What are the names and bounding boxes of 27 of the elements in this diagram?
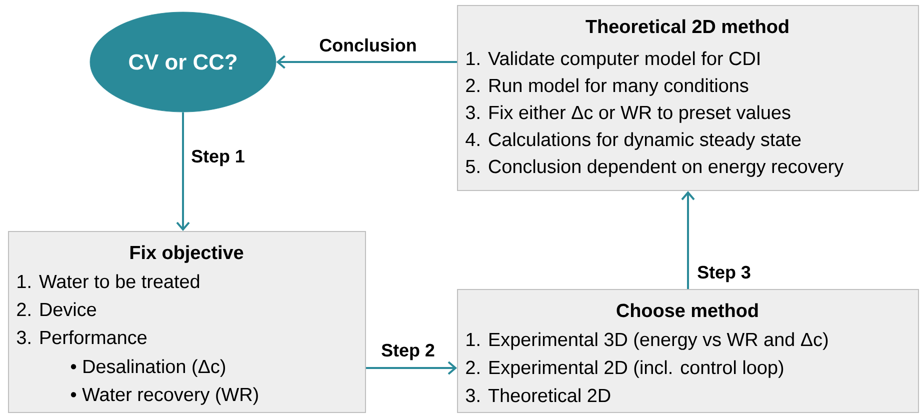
list-item: 5. Conclusion dependent on energy recovery: [466, 159, 844, 177]
edge-label: Step 1: [190, 148, 246, 168]
list-item: 3. Performance: [16, 330, 146, 344]
arrow: [176, 112, 190, 231]
list-item: 1. Experimental 3D (energy vs WR and Δc): [466, 332, 828, 350]
list-item: 1. Validate computer model for CDI: [466, 51, 760, 69]
box-heading: Choose method: [616, 303, 758, 318]
edge-label: Step 3: [696, 264, 752, 284]
list-item: • Desalination (Δc): [70, 359, 226, 377]
process-box: [457, 289, 920, 413]
list-item: 1. Water to be treated: [18, 274, 200, 288]
list-item: 2. Experimental 2D (incl. control loop): [466, 360, 784, 378]
list-item: 3. Theoretical 2D: [466, 388, 610, 402]
arrow: [681, 191, 695, 289]
arrow: [366, 361, 457, 375]
list-item: 4. Calculations for dynamic steady state: [466, 132, 801, 150]
edge-label: Step 2: [380, 342, 436, 362]
list-item: 2. Run model for many conditions: [466, 78, 748, 96]
box-heading: Theoretical 2D method: [586, 19, 788, 34]
list-item: 3. Fix either Δc or WR to preset values: [466, 105, 790, 123]
process-box: [8, 231, 366, 413]
edge-label: Conclusion: [318, 37, 418, 53]
box-heading: Fix objective: [130, 245, 244, 263]
process-box: [457, 5, 920, 191]
list-item: 2. Device: [17, 302, 96, 316]
list-item: • Water recovery (WR): [70, 387, 258, 405]
arrow: [276, 55, 457, 69]
